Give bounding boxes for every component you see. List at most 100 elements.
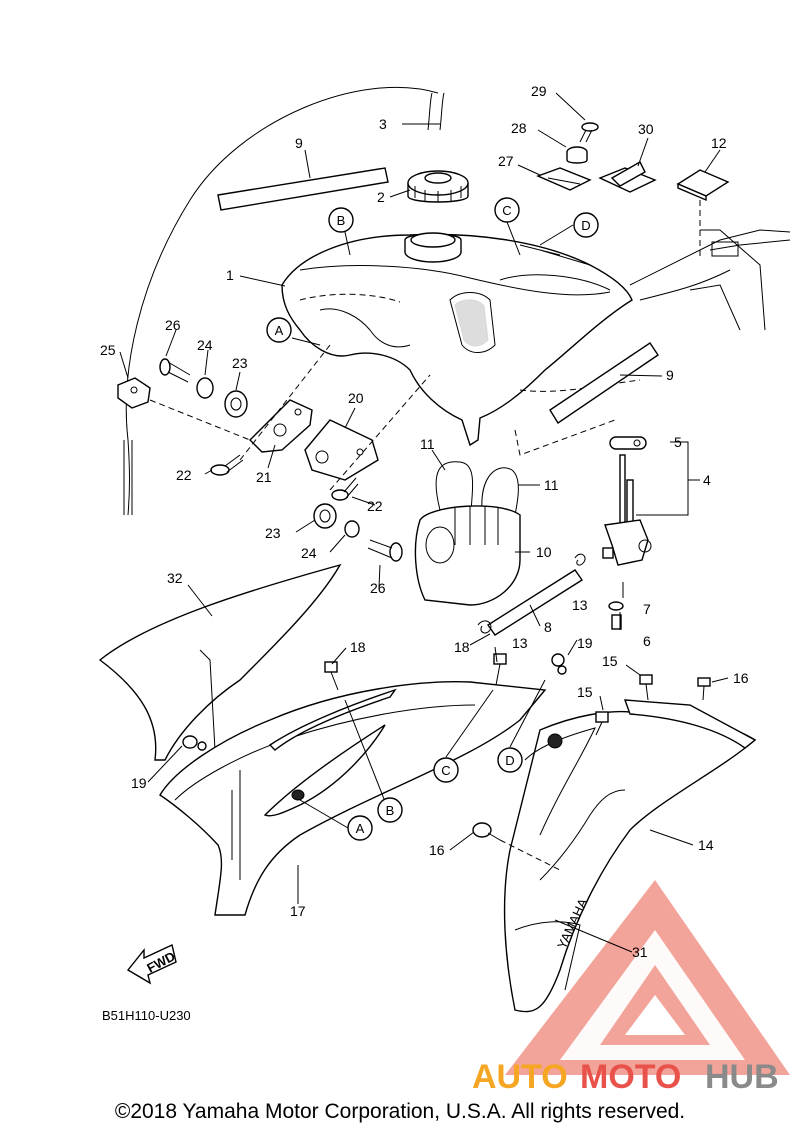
damper-23-lower <box>313 503 337 529</box>
bolt-15-upper <box>639 674 653 701</box>
clip-13-lower <box>477 620 492 634</box>
callout-number: 26 <box>370 580 386 596</box>
callout-number: 18 <box>350 639 366 655</box>
ref-label: B <box>337 213 346 228</box>
hose-8 <box>487 569 583 636</box>
damper-strip-lower <box>549 342 659 424</box>
callout-number: 15 <box>602 653 618 669</box>
callout-number: 1 <box>226 267 234 283</box>
callout-number: 17 <box>290 903 306 919</box>
reference-circles <box>266 197 599 841</box>
bolt-26-lower <box>367 539 403 562</box>
watermark-hub: HUB <box>705 1058 779 1096</box>
bolt-22-mid <box>331 477 359 501</box>
bolt-15-mid <box>595 711 609 736</box>
ref-label: C <box>441 763 450 778</box>
callout-number: 6 <box>643 633 651 649</box>
bolt-16-upper <box>697 677 711 701</box>
screw-6 <box>611 614 622 630</box>
callout-number: 13 <box>512 635 528 651</box>
callout-number: 19 <box>577 635 593 651</box>
callout-number: 31 <box>632 944 648 960</box>
damper-strip-upper <box>217 167 389 211</box>
watermark-text: AUTO MOTO HUB <box>472 1058 779 1096</box>
callout-number: 30 <box>638 121 654 137</box>
callout-number: 10 <box>536 544 552 560</box>
callout-number: 25 <box>100 342 116 358</box>
callout-number: 9 <box>666 367 674 383</box>
side-cover-17 <box>159 681 547 916</box>
callout-number: 11 <box>544 477 559 493</box>
shroud-14 <box>503 699 757 1013</box>
seal-32 <box>98 563 342 761</box>
callout-number: 23 <box>232 355 248 371</box>
watermark-auto: AUTO <box>472 1058 568 1096</box>
collar-28 <box>566 146 588 164</box>
screw-29 <box>579 122 599 143</box>
ref-label: D <box>505 753 514 768</box>
copyright-text: ©2018 Yamaha Motor Corporation, U.S.A. A… <box>114 1100 686 1123</box>
bolt-16-lower <box>472 822 501 841</box>
grommet-19-right <box>551 653 567 675</box>
bracket-30 <box>598 161 657 193</box>
fuel-cock-4 <box>602 454 652 566</box>
callout-number: 22 <box>367 498 383 514</box>
collar-24-upper <box>196 377 214 399</box>
callout-number: 27 <box>498 153 514 169</box>
callout-number: 7 <box>643 601 651 617</box>
collar-24-lower <box>344 520 360 538</box>
callout-number: 24 <box>301 545 317 561</box>
band-11-right <box>481 467 519 516</box>
callout-number: 8 <box>544 619 552 635</box>
callout-number: 2 <box>377 189 385 205</box>
callout-number: 15 <box>577 684 593 700</box>
callout-number: 11 <box>420 436 435 452</box>
callout-number: 9 <box>295 135 303 151</box>
ref-label: D <box>581 218 590 233</box>
callout-number: 24 <box>197 337 213 353</box>
bolt-22-left <box>210 454 244 476</box>
ref-label: C <box>502 203 511 218</box>
ref-label: B <box>386 803 395 818</box>
callout-number: 21 <box>256 469 272 485</box>
callout-number: 14 <box>698 837 714 853</box>
callout-number: 18 <box>454 639 470 655</box>
bracket-21 <box>249 399 313 453</box>
callout-number: 32 <box>167 570 183 586</box>
callout-number: 4 <box>703 472 711 488</box>
watermark-logo <box>505 880 790 1075</box>
callout-number: 22 <box>176 467 192 483</box>
toolbox-10 <box>414 505 521 606</box>
band-11-left <box>435 461 474 526</box>
fwd-arrow <box>126 944 177 985</box>
washer-7 <box>608 601 624 611</box>
fwd-label: FWD <box>144 949 177 976</box>
cap-bracket-27 <box>536 167 592 191</box>
pad-12 <box>676 169 730 202</box>
callout-number: 5 <box>674 434 682 450</box>
vent-hose <box>125 86 439 516</box>
callout-number: 20 <box>348 390 364 406</box>
fuel-tank <box>281 233 641 447</box>
bolt-26-upper <box>159 358 191 383</box>
bolt-18-left <box>324 661 339 691</box>
damper-23-upper <box>224 390 248 418</box>
clamp-25 <box>117 377 151 409</box>
fuel-cap <box>407 170 469 203</box>
leader-lines <box>119 92 729 953</box>
diagram-code: B51H110-U230 <box>102 1008 191 1023</box>
ref-label: A <box>275 323 284 338</box>
clip-13-upper <box>574 553 586 566</box>
frame-outline <box>629 200 791 331</box>
callout-numbers: 1 2 3 4 5 6 7 8 9 9 10 11 11 12 13 13 14… <box>100 83 749 960</box>
bracket-20 <box>304 419 379 481</box>
callout-number: 23 <box>265 525 281 541</box>
bolt-18-right <box>493 653 507 686</box>
callout-number: 3 <box>379 116 387 132</box>
callout-number: 12 <box>711 135 727 151</box>
callout-number: 16 <box>733 670 749 686</box>
grommet-19-left <box>182 735 207 751</box>
callout-number: 28 <box>511 120 527 136</box>
filler-neck <box>404 232 462 263</box>
